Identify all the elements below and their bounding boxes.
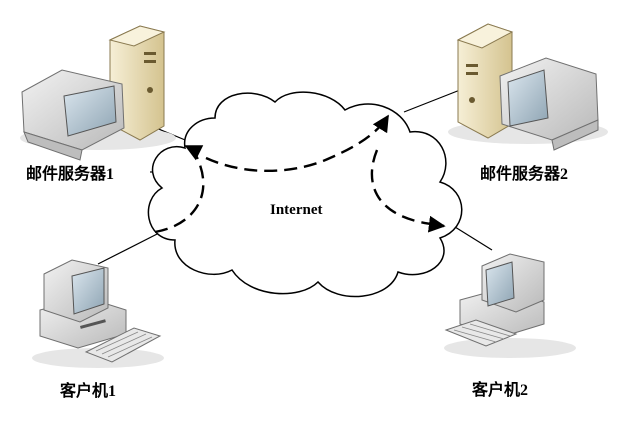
mail-server-icon xyxy=(20,25,176,161)
link-server2 xyxy=(403,89,461,113)
client-computer-icon xyxy=(444,253,576,358)
internet-cloud xyxy=(147,91,463,298)
server1-label: 邮件服务器1 xyxy=(26,166,115,183)
route-server1-to-server2 xyxy=(205,114,390,172)
server2-label: 邮件服务器2 xyxy=(480,166,569,183)
client2-label: 客户机2 xyxy=(472,382,529,399)
internet-label: Internet xyxy=(270,202,323,218)
client-computer-icon xyxy=(32,259,164,368)
mail-server-icon xyxy=(448,23,608,151)
client1-label: 客户机1 xyxy=(60,383,117,400)
link-client1 xyxy=(97,229,166,265)
route-client1-to-server1 xyxy=(154,144,205,234)
route-server2-to-client2 xyxy=(370,149,446,233)
